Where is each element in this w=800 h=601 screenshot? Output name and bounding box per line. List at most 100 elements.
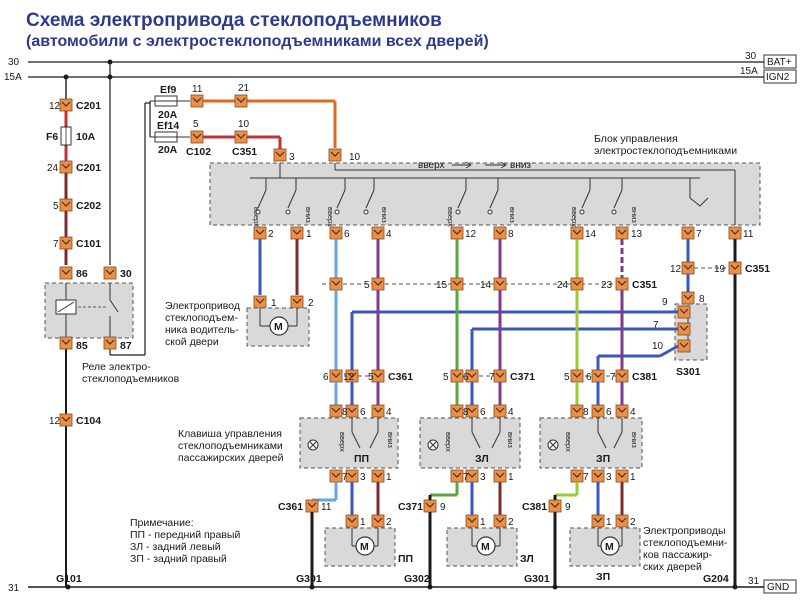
fuse-ef14-label: Ef14 [157, 120, 179, 132]
svg-text:4: 4 [386, 407, 392, 418]
svg-text:ЗЛ: ЗЛ [475, 453, 489, 465]
svg-text:6: 6 [323, 372, 329, 383]
driver-motor-icon [269, 316, 289, 336]
page-title: Схема электропривода стеклоподъемников [26, 10, 442, 31]
note-line-2: ЗЛ - задний левый [130, 541, 221, 553]
c101-label: C101 [76, 238, 101, 250]
svg-text:вверх: вверх [338, 432, 347, 452]
s301-pin-10: 10 [652, 341, 664, 352]
c371-bottom-label: C371 [398, 501, 423, 513]
cu-up-label: вверх [418, 160, 445, 171]
door-switch-pp: 8 6 4 вверх вниз ПП 7 3 1 [299, 404, 399, 483]
svg-text:C381: C381 [632, 371, 657, 383]
svg-text:M: M [360, 541, 369, 553]
svg-text:вверх: вверх [446, 207, 455, 227]
svg-text:2: 2 [630, 517, 636, 528]
fuse-ef9-rating: 20A [158, 109, 178, 121]
s301-pin-8: 8 [699, 294, 705, 305]
cu-lock-switch-icon [689, 178, 709, 207]
svg-text:вверх: вверх [564, 432, 573, 452]
svg-text:M: M [481, 541, 490, 553]
page-subtitle: (автомобили с электростеклоподъемниками … [26, 33, 489, 50]
svg-text:6: 6 [480, 407, 486, 418]
svg-text:7: 7 [583, 472, 589, 483]
svg-text:6: 6 [463, 372, 469, 383]
door-switch-zp: 8 6 4 вверх вниз ЗП 7 3 1 [539, 404, 643, 483]
s301-label: S301 [676, 366, 701, 378]
c351-right-pin-0: 12 [670, 264, 682, 275]
svg-text:вниз: вниз [508, 207, 517, 223]
svg-text:ЗЛ: ЗЛ [520, 553, 534, 565]
c351-row-label: C351 [632, 279, 657, 291]
svg-text:вверх: вверх [444, 432, 453, 452]
passenger-motors-label-4: ских дверей [643, 561, 702, 573]
ground-g204: G204 [703, 573, 729, 585]
cu-pin-in-3: 3 [289, 152, 295, 163]
door-motor-zl: 1 2 M ЗЛ [446, 514, 534, 567]
driver-motor-label-3: ника водитель- [165, 324, 239, 336]
control-unit-label-2: электростеклоподъемниками [594, 145, 737, 157]
bus-ign2-tag: IGN2 [766, 72, 790, 83]
bus-15a-left-label: 15A [4, 72, 22, 83]
passenger-motors-label-3: ков пассажир- [643, 549, 713, 561]
s301-pin-9: 9 [662, 297, 668, 308]
svg-text:вверх: вверх [252, 207, 261, 227]
svg-text:C361: C361 [388, 371, 413, 383]
svg-text:вверх: вверх [570, 207, 579, 227]
motor-pp-icon [355, 536, 375, 556]
svg-text:7: 7 [696, 229, 702, 240]
c202-label: C202 [76, 200, 101, 212]
c351-top-label: C351 [232, 146, 257, 158]
svg-text:14: 14 [585, 229, 597, 240]
passenger-motors-label-1: Электроприводы [643, 525, 726, 537]
svg-text:вверх: вверх [326, 207, 335, 227]
c201-bot-label: C201 [76, 162, 101, 174]
c381-bottom-pin: 9 [565, 502, 571, 513]
c101-pin: 7 [53, 239, 59, 250]
svg-text:7: 7 [610, 372, 616, 383]
svg-text:1: 1 [630, 472, 636, 483]
svg-text:5: 5 [443, 372, 449, 383]
fuse-ef14-pin: 5 [193, 119, 199, 130]
svg-text:M: M [605, 541, 614, 553]
svg-text:1: 1 [386, 472, 392, 483]
bus-31-right-label: 31 [748, 576, 760, 587]
cu-switch-group-3: вверх вниз [446, 178, 517, 227]
c202-pin: 5 [53, 201, 59, 212]
relay-pin-85: 85 [76, 340, 88, 352]
fuse-ef9-pin: 11 [192, 84, 203, 95]
svg-text:8: 8 [508, 229, 514, 240]
door-motor-zp: 1 2 M ЗП [569, 514, 641, 583]
svg-text:4: 4 [386, 229, 392, 240]
ground-g301-a: G301 [296, 573, 322, 585]
cu-switch-group-4: вверх вниз [570, 178, 639, 227]
driver-motor-label-4: ской двери [165, 336, 219, 348]
svg-text:вниз: вниз [304, 207, 313, 223]
svg-text:2: 2 [508, 517, 514, 528]
svg-text:3: 3 [606, 472, 612, 483]
c351-right-pin-1: 19 [714, 264, 726, 275]
svg-text:2: 2 [386, 517, 392, 528]
motor-zp-icon [600, 536, 620, 556]
svg-text:13: 13 [631, 229, 643, 240]
driver-motor-pin-2: 2 [308, 298, 314, 309]
fuse-f6-rating: 10A [76, 131, 96, 143]
motor-zl-icon [476, 536, 496, 556]
svg-text:8: 8 [342, 407, 348, 418]
bus-bat-tag: BAT+ [767, 57, 792, 68]
c201-bot-pin: 24 [47, 163, 59, 174]
svg-text:6: 6 [360, 407, 366, 418]
c361-bottom-pin: 11 [321, 502, 332, 513]
bus-gnd-tag: GND [767, 582, 789, 593]
note-line-1: ПП - передний правый [130, 529, 240, 541]
svg-text:6: 6 [586, 372, 592, 383]
bus-30-right-label: 30 [745, 51, 757, 62]
control-unit-box [209, 162, 761, 226]
svg-text:1: 1 [480, 517, 486, 528]
switch-label-2: стеклоподъемниками [178, 440, 283, 452]
control-unit-label-1: Блок управления [594, 133, 678, 145]
c371-bottom-pin: 9 [440, 502, 446, 513]
svg-text:8: 8 [463, 407, 469, 418]
svg-text:1: 1 [606, 517, 612, 528]
